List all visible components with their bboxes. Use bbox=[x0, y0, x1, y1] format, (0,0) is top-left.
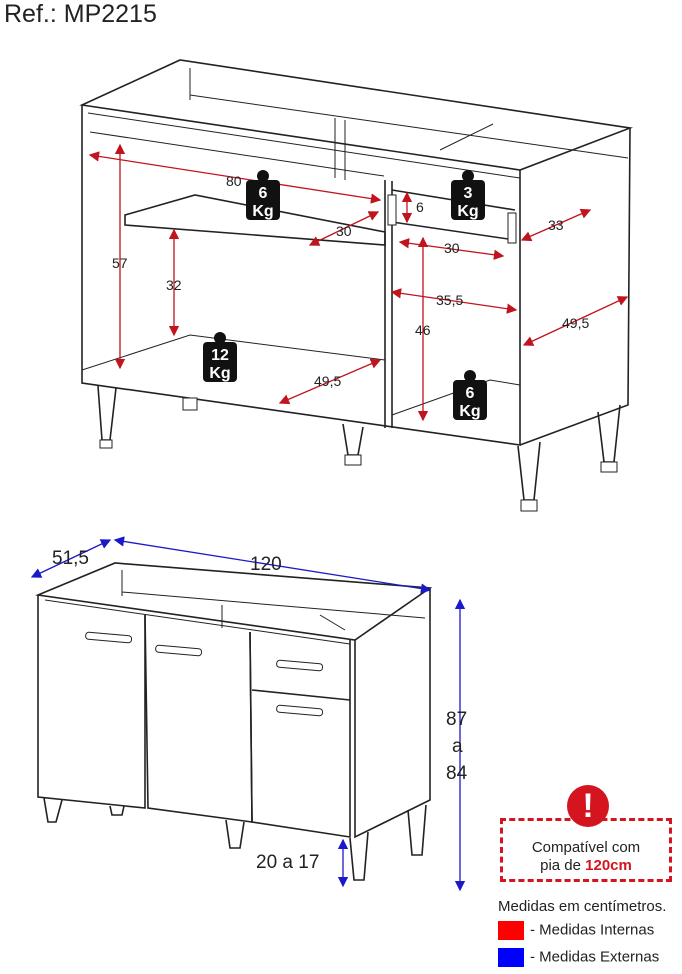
external-dimensions: 51,5 120 87 a 84 20 a 17 bbox=[30, 536, 468, 892]
dim-35-5: 35,5 bbox=[436, 292, 463, 308]
open-cabinet-drawing bbox=[79, 59, 634, 512]
dim-33: 33 bbox=[548, 217, 564, 233]
sink-compatibility-box: Compatível com pia de 120cm bbox=[500, 818, 672, 882]
dim-84: 84 bbox=[446, 763, 468, 784]
exclamation-icon: ! bbox=[567, 785, 609, 827]
legend-internal-label: - Medidas Internas bbox=[530, 921, 655, 939]
dim-49-5-right: 49,5 bbox=[562, 315, 589, 331]
svg-text:3: 3 bbox=[464, 185, 473, 202]
compat-size: 120cm bbox=[585, 857, 632, 874]
dim-49-5-left: 49,5 bbox=[314, 373, 341, 389]
reference-title: Ref.: MP2215 bbox=[4, 0, 157, 28]
dim-87: 87 bbox=[446, 709, 467, 730]
internal-dimensions: 80 57 32 30 49,5 6 30 33 35,5 46 49,5 bbox=[88, 143, 629, 422]
svg-text:Kg: Kg bbox=[459, 403, 480, 420]
dim-6-drawer: 6 bbox=[416, 199, 424, 215]
compat-line1: Compatível com bbox=[531, 839, 641, 856]
closed-cabinet-drawing bbox=[34, 562, 433, 881]
svg-text:12: 12 bbox=[211, 347, 229, 364]
dim-80: 80 bbox=[226, 173, 242, 189]
legend-external-label: - Medidas Externas bbox=[530, 948, 660, 966]
blue-swatch-icon bbox=[498, 948, 524, 967]
dim-30-drawer: 30 bbox=[444, 240, 460, 256]
weight-icon-6kg: 6Kg bbox=[246, 170, 280, 220]
svg-text:Kg: Kg bbox=[252, 203, 273, 220]
dim-46: 46 bbox=[415, 322, 431, 338]
dim-120: 120 bbox=[250, 554, 282, 575]
dim-51-5: 51,5 bbox=[52, 548, 89, 569]
svg-text:6: 6 bbox=[259, 185, 268, 202]
dim-20-a-17: 20 a 17 bbox=[256, 852, 319, 873]
weight-icon-3kg: 3Kg bbox=[451, 170, 485, 220]
legend-internal: - Medidas Internas bbox=[498, 921, 654, 940]
svg-text:6: 6 bbox=[466, 385, 475, 402]
dim-30-shelf: 30 bbox=[336, 223, 352, 239]
legend-title: Medidas em centímetros. bbox=[498, 898, 667, 915]
svg-text:Kg: Kg bbox=[457, 203, 478, 220]
red-swatch-icon bbox=[498, 921, 524, 940]
svg-text:Kg: Kg bbox=[209, 365, 230, 382]
dim-a: a bbox=[452, 736, 463, 757]
weight-icon-6kg-bottom: 6Kg bbox=[453, 370, 487, 420]
compat-line2: pia de bbox=[540, 857, 586, 874]
legend-external: - Medidas Externas bbox=[498, 948, 659, 967]
dim-32: 32 bbox=[166, 277, 182, 293]
dim-57: 57 bbox=[112, 255, 128, 271]
